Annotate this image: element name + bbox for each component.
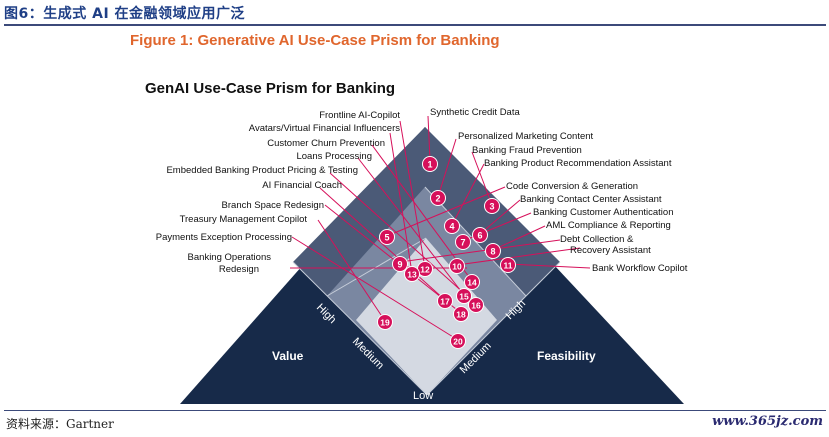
use-case-label: Treasury Management Copilot — [180, 214, 308, 225]
use-case-label: AML Compliance & Reporting — [546, 220, 671, 231]
use-case-label: Synthetic Credit Data — [430, 107, 520, 118]
use-case-badge: 11 — [500, 257, 516, 273]
source-note: 资料来源：Gartner — [6, 417, 114, 431]
svg-text:6: 6 — [477, 231, 482, 241]
use-case-label: Banking Fraud Prevention — [472, 145, 582, 156]
svg-text:13: 13 — [407, 270, 417, 280]
diagram-title: GenAI Use-Case Prism for Banking — [145, 80, 395, 97]
use-case-label: Debt Collection & — [560, 234, 634, 245]
use-case-badges: 1 2 3 4 5 6 7 8 9 10 11 12 13 14 15 16 1… — [377, 156, 516, 349]
svg-text:2: 2 — [435, 194, 440, 204]
use-case-label: AI Financial Coach — [262, 180, 342, 191]
svg-text:5: 5 — [384, 233, 389, 243]
use-case-badge: 5 — [379, 229, 395, 245]
use-case-label: Bank Workflow Copilot — [592, 263, 688, 274]
use-case-badge: 3 — [484, 198, 500, 214]
svg-text:7: 7 — [460, 238, 465, 248]
figure-title: Figure 1: Generative AI Use-Case Prism f… — [130, 32, 500, 49]
use-case-badge: 7 — [455, 234, 471, 250]
value-axis-label: Value — [272, 349, 304, 363]
svg-text:11: 11 — [504, 261, 513, 271]
use-case-label: Payments Exception Processing — [156, 232, 292, 243]
top-divider — [4, 24, 826, 26]
use-case-label: Banking Contact Center Assistant — [520, 194, 662, 205]
use-case-label: Embedded Banking Product Pricing & Testi… — [166, 165, 358, 176]
use-case-badge: 4 — [444, 218, 460, 234]
svg-text:19: 19 — [380, 318, 390, 328]
use-case-label: Banking Customer Authentication — [533, 207, 673, 218]
use-case-badge: 15 — [456, 288, 472, 304]
use-case-badge: 18 — [453, 306, 469, 322]
use-case-badge: 9 — [392, 256, 408, 272]
figure-caption: 图6：生成式 AI 在金融领域应用广泛 — [4, 6, 246, 22]
watermark: www.365jz.com — [712, 414, 823, 429]
use-case-label: Loans Processing — [296, 151, 372, 162]
use-case-label: Redesign — [219, 264, 259, 275]
svg-text:18: 18 — [456, 310, 466, 320]
prism-band-center — [356, 238, 497, 395]
svg-text:1: 1 — [427, 160, 432, 170]
leader-lines — [290, 115, 591, 341]
svg-text:3: 3 — [489, 202, 494, 212]
use-case-badge: 17 — [437, 293, 453, 309]
svg-text:14: 14 — [467, 278, 477, 288]
use-case-badge: 8 — [485, 243, 501, 259]
svg-text:17: 17 — [440, 297, 450, 307]
use-case-badge: 1 — [422, 156, 438, 172]
use-case-badge: 13 — [404, 266, 420, 282]
svg-text:8: 8 — [490, 247, 495, 257]
use-case-badge: 20 — [450, 333, 466, 349]
feasibility-axis-label: Feasibility — [537, 349, 596, 363]
svg-text:9: 9 — [397, 260, 402, 270]
svg-text:20: 20 — [453, 337, 463, 347]
use-case-label: Personalized Marketing Content — [458, 131, 594, 142]
use-case-label: Banking Product Recommendation Assistant — [484, 158, 672, 169]
use-case-badge: 6 — [472, 227, 488, 243]
svg-text:10: 10 — [452, 262, 462, 272]
bottom-divider — [4, 410, 826, 411]
use-case-label: Banking Operations — [188, 252, 272, 263]
use-case-badge: 16 — [468, 297, 484, 313]
svg-text:4: 4 — [449, 222, 454, 232]
use-case-badge: 14 — [464, 274, 480, 290]
use-case-label: Frontline AI-Copilot — [319, 110, 400, 121]
use-case-label: Recovery Assistant — [570, 245, 651, 256]
use-case-badge: 19 — [377, 314, 393, 330]
use-case-label: Branch Space Redesign — [222, 200, 324, 211]
svg-text:15: 15 — [459, 292, 469, 302]
use-case-badge: 2 — [430, 190, 446, 206]
use-case-label: Customer Churn Prevention — [267, 138, 385, 149]
use-case-label: Avatars/Virtual Financial Influencers — [249, 123, 400, 134]
svg-text:16: 16 — [471, 301, 481, 311]
low-axis-label: Low — [413, 390, 433, 402]
svg-text:12: 12 — [420, 265, 430, 275]
use-case-label: Code Conversion & Generation — [506, 181, 638, 192]
use-case-badge: 10 — [449, 258, 465, 274]
